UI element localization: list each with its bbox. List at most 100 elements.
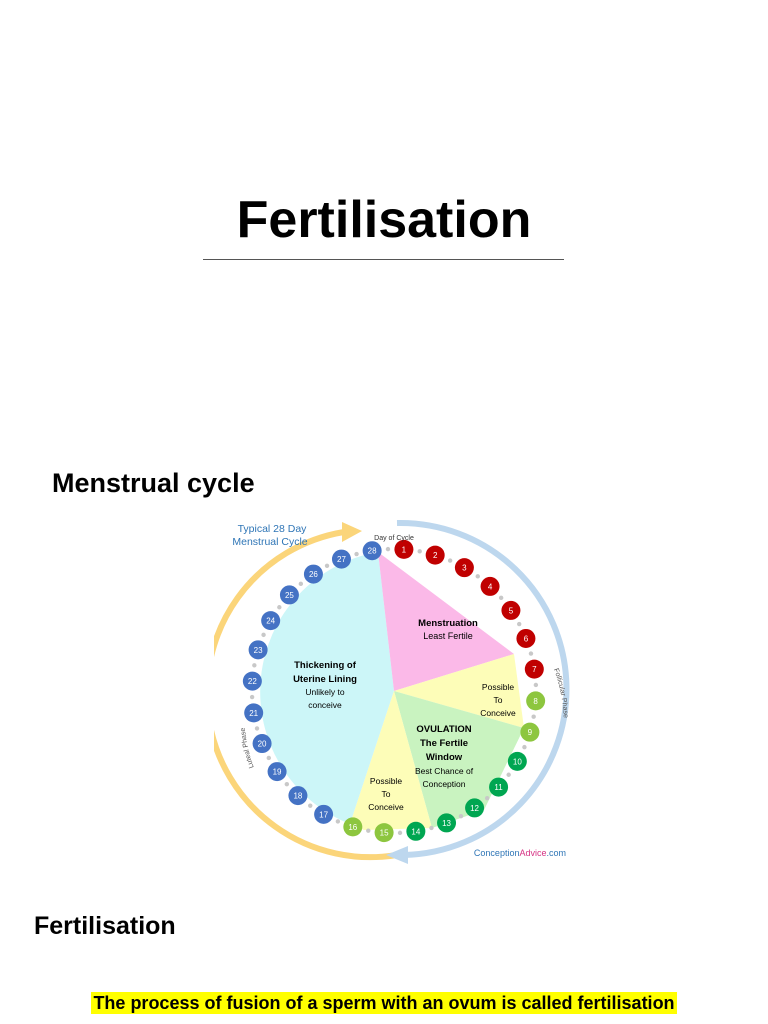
day-circle-9 [520,722,540,742]
conception-advice-credit: ConceptionAdvice.com [474,848,566,858]
possible-upper-sector [394,654,524,728]
cycle-dot [277,605,282,610]
day-circle-3 [454,558,474,578]
day-of-cycle-label: Day of Cycle [374,535,414,542]
follicular-phase-arc [396,519,570,858]
day-label-8: 8 [533,697,538,706]
cycle-dot [522,744,527,750]
luteal-phase-label: Luteal Phase [240,727,256,769]
lining-line1: Thickening of [294,660,357,671]
cycle-dot [385,546,391,552]
possible-upper-line2: To [494,695,503,705]
cycle-dot [528,651,534,656]
luteal-arrow-head [342,522,362,542]
cycle-dot [249,694,255,700]
day-label-10: 10 [513,757,522,766]
day-circle-10 [507,751,527,771]
cycle-dot [284,781,290,787]
day-circle-18 [288,786,308,806]
cycle-dot [506,772,511,777]
day-label-3: 3 [462,564,467,573]
day-circle-24 [261,611,281,631]
day-circle-22 [242,671,262,691]
highlighted-definition-text: The process of fusion of a sperm with an… [91,992,677,1014]
day-circle-23 [248,640,268,660]
follicular-arrow-head [386,846,408,864]
day-circle-15 [374,823,394,843]
day-label-27: 27 [337,555,346,564]
day-circle-27 [331,549,351,569]
fertilisation-heading: Fertilisation [34,912,176,940]
cycle-dot [354,551,359,557]
cycle-dot [498,595,504,601]
ovulation-line3: Window [426,752,463,763]
cycle-dot [531,714,536,719]
possible-lower-sector [350,691,432,830]
ovulation-line1: OVULATION [416,724,471,735]
possible-upper-line3: Conceive [480,708,516,718]
cycle-dot [308,803,313,808]
cycle-dot [254,726,260,731]
cycle-dot [266,755,271,761]
day-circle-25 [279,585,299,605]
day-label-24: 24 [266,617,275,626]
cycle-title-line2: Menstrual Cycle [232,536,307,548]
day-label-5: 5 [509,606,514,615]
ovulation-sector [394,691,524,828]
lining-line2: Uterine Lining [293,674,357,685]
day-label-28: 28 [368,547,377,556]
menstruation-title: Menstruation [418,618,478,629]
day-label-13: 13 [442,819,451,828]
day-label-26: 26 [309,570,318,579]
day-circle-19 [267,762,287,782]
day-circle-17 [314,804,334,824]
day-circles: 1234567891011121314151617181920212223242… [242,539,546,843]
day-label-19: 19 [273,768,282,777]
cycle-dot [252,663,257,668]
cycle-dot [429,825,434,831]
day-circle-16 [343,817,363,837]
day-label-22: 22 [248,677,257,686]
possible-lower-line2: To [382,789,391,799]
day-circle-21 [244,703,264,723]
lining-line3: Unlikely to [305,687,344,697]
day-circle-14 [406,821,426,841]
day-label-23: 23 [254,646,263,655]
cycle-dot [335,819,341,824]
lining-sector [260,552,394,824]
day-circle-1 [394,539,414,559]
day-label-4: 4 [488,582,493,591]
possible-lower-line3: Conceive [368,802,404,812]
cycle-dot [533,682,539,688]
day-circle-13 [437,813,457,833]
day-label-12: 12 [470,804,479,813]
day-label-25: 25 [285,591,294,600]
ovulation-line2: The Fertile [420,738,468,749]
day-label-17: 17 [319,810,328,819]
lining-line4: conceive [308,700,342,710]
possible-lower-line1: Possible [370,776,402,786]
day-circle-7 [524,659,544,679]
cycle-dot [447,558,453,563]
menstrual-cycle-heading: Menstrual cycle [52,468,255,498]
menstruation-sector [378,552,514,691]
fertilisation-definition: The process of fusion of a sperm with an… [0,990,768,1016]
cycle-dot [324,563,330,568]
cycle-dot [458,814,464,819]
ovulation-line5: Conception [422,779,465,789]
ovulation-line4: Best Chance of [415,766,474,776]
day-label-9: 9 [528,728,533,737]
day-circle-12 [465,798,485,818]
day-label-7: 7 [532,665,537,674]
title-divider [203,259,564,260]
day-circle-4 [480,576,500,596]
day-label-20: 20 [258,740,267,749]
day-label-21: 21 [249,709,258,718]
day-circle-11 [489,777,509,797]
day-label-15: 15 [380,829,389,838]
day-label-6: 6 [524,634,529,643]
cycle-title-line1: Typical 28 Day [238,523,308,535]
cycle-dot [366,828,371,833]
possible-upper-line1: Possible [482,682,514,692]
